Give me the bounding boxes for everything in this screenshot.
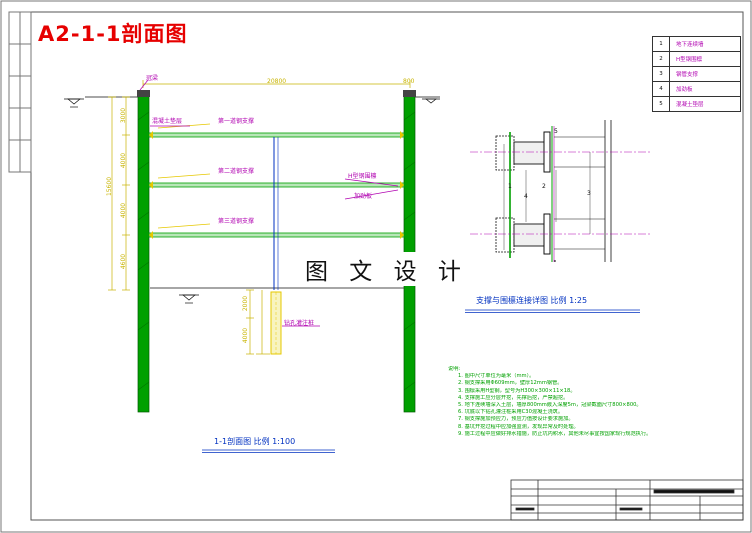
cushion-label: 混凝土垫层 [152, 118, 183, 125]
pile-dim-2: 4000 [242, 327, 250, 344]
depth-dim-2: 4000 [120, 152, 128, 169]
legend-number: 1 [653, 37, 670, 51]
depth-dim-3: 4000 [120, 202, 128, 219]
note-line: 6. 坑底以下钻孔灌注桩采用C30混凝土浇筑。 [458, 409, 564, 416]
connection-detail [470, 120, 650, 262]
binding-margin-box [8, 11, 32, 173]
legend-text: 钢管支撑 [676, 72, 699, 78]
water-level-symbols [64, 98, 440, 304]
strut-arrows [157, 123, 211, 229]
left-diaphragm-wall [137, 91, 150, 413]
note-line: 3. 围檩采用H型钢，型号为H300×300×11×18。 [458, 387, 576, 394]
pile-label: 钻孔灌注桩 [284, 320, 315, 327]
legend-text: 混凝土垫层 [676, 102, 704, 108]
detail-num-2: 2 [542, 183, 546, 190]
detail-num-4: 4 [524, 193, 528, 200]
legend-number: 2 [653, 52, 670, 66]
design-notes: 说明: 1. 图中尺寸单位为毫米（mm）。 2. 钢支撑采用Φ609mm，壁厚1… [448, 366, 720, 438]
pile-dim-1: 2000 [242, 295, 250, 312]
note-line: 5. 地下连续墙深入土层，墙厚800mm嵌入深度5m，冠梁截面尺寸800×800… [458, 402, 642, 409]
section-caption: 1-1剖面图 比例 1:100 [214, 437, 296, 446]
note-line: 4. 支撑施工应分层开挖，先撑后挖，严禁超挖。 [458, 394, 569, 401]
legend-text: H型钢围檩 [676, 57, 703, 63]
legend-number: 3 [653, 67, 670, 81]
strut-1-label: 第一道钢支撑 [218, 118, 255, 125]
legend-number: 4 [653, 82, 670, 96]
strut-2-label: 第二道钢支撑 [218, 168, 255, 175]
detail-num-1: 1 [508, 183, 512, 190]
title-block [510, 479, 744, 521]
total-depth-dim: 15600 [106, 176, 114, 197]
note-line: 1. 图中尺寸单位为毫米（mm）。 [458, 373, 535, 380]
detail-num-3: 3 [587, 190, 591, 197]
legend-text: 地下连续墙 [676, 42, 704, 48]
note-line: 9. 施工过程中应做好排水措施，防止坑内积水，其他未尽事宜按国家现行规范执行。 [458, 430, 652, 437]
detail-caption: 支撑与围檩连接详图 比例 1:25 [476, 296, 588, 305]
legend-row: 3 钢管支撑 [653, 66, 740, 81]
legend-row: 5 混凝土垫层 [653, 96, 740, 111]
callout-leaders [139, 79, 399, 327]
strut-2 [148, 182, 405, 188]
legend-text: 加劲板 [676, 87, 693, 93]
legend-row: 1 地下连续墙 [653, 37, 740, 51]
depth-dim-4: 4600 [120, 253, 128, 270]
drawing-title: A2-1-1剖面图 [38, 22, 188, 46]
inner-frame [30, 11, 744, 521]
purlin-label: H型钢围檩 [348, 173, 377, 180]
steel-struts [148, 131, 405, 239]
crown-beam-label: 冠梁 [146, 75, 159, 82]
legend-number: 5 [653, 97, 670, 111]
right-crown-beam [403, 90, 416, 97]
note-line: 8. 基坑开挖过程中应加强监测，发现异常及时处理。 [458, 423, 579, 430]
caption-underlines [202, 309, 640, 453]
stiffener-label: 加劲板 [354, 193, 373, 200]
right-wall-dim: 800 [403, 78, 415, 85]
legend-table: 1 地下连续墙 2 H型钢围檩 3 钢管支撑 4 加劲板 5 混凝土垫层 [652, 36, 741, 112]
left-crown-beam [137, 90, 150, 97]
note-line: 7. 钢支撑施加预应力，预应力值按设计要求施加。 [458, 416, 574, 423]
note-line: 2. 钢支撑采用Φ609mm，壁厚12mm钢管。 [458, 380, 563, 387]
detail-num-5: 5 [554, 128, 558, 135]
watermark-text: 图 文 设 计 [303, 252, 470, 286]
legend-row: 2 H型钢围檩 [653, 51, 740, 66]
column-pile [270, 137, 282, 355]
legend-row: 4 加劲板 [653, 81, 740, 96]
strut-1 [148, 132, 405, 138]
strut-3-label: 第三道钢支撑 [218, 218, 255, 225]
depth-dim-1: 3000 [120, 107, 128, 124]
notes-heading: 说明: [448, 366, 461, 372]
total-width-dim: 20800 [267, 78, 287, 85]
strut-3 [148, 232, 405, 238]
